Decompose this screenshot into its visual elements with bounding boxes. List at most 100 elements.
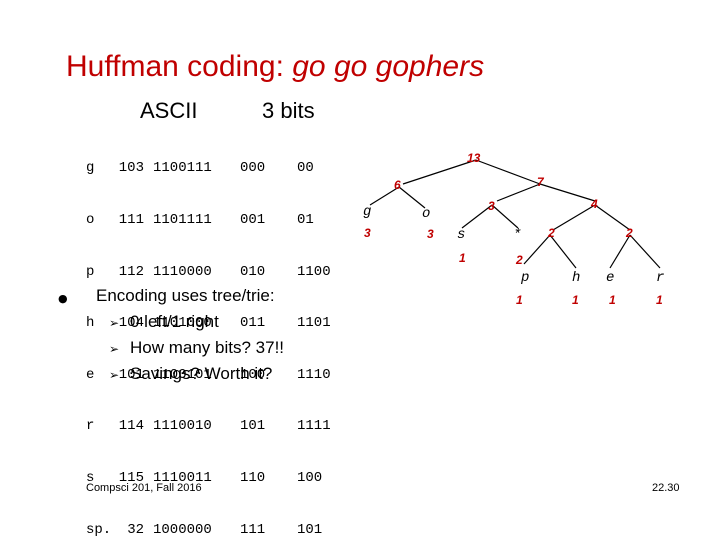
table-cell: 101 bbox=[118, 366, 144, 383]
tree-edge bbox=[594, 204, 631, 231]
tree-leaf: o bbox=[422, 206, 430, 222]
sub-bullet: Savings? Worth it? bbox=[130, 364, 273, 383]
table-cell: 110 bbox=[240, 469, 266, 486]
title-main: Huffman coding: bbox=[66, 50, 293, 83]
arrow-bullet-icon: ➢ bbox=[109, 368, 120, 382]
tree-weight: 2 bbox=[547, 226, 555, 240]
table-cell: p bbox=[86, 263, 95, 280]
table-cell: 000 bbox=[240, 160, 266, 177]
column-binary: 1100111 1101111 1110000 1101000 1100101 … bbox=[153, 126, 212, 556]
title-italic: go go gophers bbox=[292, 50, 485, 83]
table-cell: 101 bbox=[297, 521, 323, 538]
table-cell: r bbox=[86, 418, 95, 435]
table-cell: 1111 bbox=[297, 418, 331, 435]
table-cell: 101 bbox=[240, 418, 266, 435]
tree-weight: 3 bbox=[427, 227, 434, 241]
tree-leaf: s bbox=[457, 227, 465, 243]
table-cell: sp. bbox=[86, 521, 112, 538]
tree-weight: 6 bbox=[394, 178, 401, 192]
table-cell: 1101111 bbox=[153, 212, 212, 228]
tree-weight: 1 bbox=[459, 251, 466, 265]
sub-bullet: 0 left/1 right bbox=[130, 312, 219, 331]
tree-weights: 13 6 7 3 4 2 2 3 3 1 1 1 1 1 2 bbox=[364, 151, 663, 307]
table-cell: 1101000 bbox=[153, 315, 212, 332]
table-cell: 1000000 bbox=[153, 521, 212, 538]
tree-edge bbox=[609, 234, 631, 269]
table-cell: e bbox=[86, 366, 95, 383]
table-cell: 112 bbox=[118, 263, 144, 280]
table-cell: 111 bbox=[118, 212, 144, 228]
tree-weight: 7 bbox=[537, 175, 545, 189]
sub-bullet: How many bits? 37!! bbox=[130, 338, 285, 357]
huffman-tree: 13 6 7 3 4 2 2 3 3 1 1 1 1 1 2 g o s * p… bbox=[363, 151, 664, 307]
slide-number: 22.30 bbox=[652, 482, 680, 494]
tree-edge bbox=[539, 183, 596, 202]
tree-leaf: p bbox=[520, 270, 529, 286]
arrow-bullet-icon: ➢ bbox=[109, 316, 120, 330]
table-cell: 1110 bbox=[297, 366, 331, 383]
tree-edges bbox=[369, 159, 661, 269]
tree-edge bbox=[629, 234, 661, 269]
slide-title: Huffman coding: go go gophers bbox=[66, 50, 484, 84]
table-cell: 100 bbox=[240, 366, 266, 383]
tree-leaves: g o s * p h e r bbox=[363, 204, 664, 286]
table-cell: 115 bbox=[118, 469, 144, 486]
table-cell: 1100 bbox=[297, 263, 331, 280]
table-cell: 010 bbox=[240, 263, 266, 280]
table-cell: 1110011 bbox=[153, 469, 212, 486]
tree-edge bbox=[461, 204, 493, 229]
tree-weight: 2 bbox=[515, 253, 523, 267]
table-cell: 103 bbox=[118, 160, 144, 177]
table-cell: 01 bbox=[297, 212, 314, 228]
tree-weight: 1 bbox=[609, 293, 616, 307]
table-cell: 100 bbox=[297, 469, 323, 486]
table-cell: 1101 bbox=[297, 315, 331, 332]
tree-leaf: r bbox=[656, 270, 664, 286]
table-cell: 1110010 bbox=[153, 418, 212, 435]
table-cell: 104 bbox=[118, 315, 144, 332]
table-cell: g bbox=[86, 160, 95, 177]
table-cell: o bbox=[86, 212, 95, 228]
tree-weight: 3 bbox=[364, 226, 371, 240]
arrow-bullet-icon: ➢ bbox=[109, 342, 120, 356]
table-cell: 114 bbox=[118, 418, 144, 435]
tree-weight: 13 bbox=[467, 151, 481, 165]
header-ascii: ASCII bbox=[140, 98, 198, 123]
bullet-icon: ● bbox=[58, 292, 68, 305]
column-huffman: 00 01 1100 1101 1110 1111 100 101 bbox=[297, 126, 331, 556]
tree-leaf: e bbox=[606, 270, 614, 286]
column-chars: g o p h e r s sp. bbox=[86, 126, 111, 556]
bullet-text: Encoding uses tree/trie: bbox=[96, 286, 275, 305]
column-ascii: 103 111 112 104 101 114 115 32 bbox=[112, 126, 144, 556]
tree-edge bbox=[402, 159, 477, 185]
tree-weight: 1 bbox=[656, 293, 663, 307]
tree-edge bbox=[491, 204, 519, 229]
tree-edge bbox=[552, 204, 596, 231]
tree-edge bbox=[369, 186, 400, 206]
table-cell: 011 bbox=[240, 315, 266, 332]
tree-leaf: * bbox=[513, 227, 521, 243]
table-cell: 1100111 bbox=[153, 160, 212, 177]
tree-weight: 2 bbox=[625, 226, 633, 240]
table-cell: 32 bbox=[127, 521, 144, 538]
tree-edge bbox=[523, 234, 551, 265]
footer-course: Compsci 201, Fall 2016 bbox=[86, 482, 202, 494]
table-cell: s bbox=[86, 469, 95, 486]
tree-weight: 3 bbox=[488, 199, 495, 213]
tree-edge bbox=[475, 159, 541, 185]
tree-weight: 1 bbox=[516, 293, 523, 307]
tree-edge bbox=[549, 234, 577, 269]
tree-weight: 1 bbox=[572, 293, 579, 307]
tree-leaf: g bbox=[363, 204, 371, 220]
table-cell: h bbox=[86, 315, 95, 332]
table-cell: 001 bbox=[240, 212, 266, 228]
table-cell: 00 bbox=[297, 160, 314, 177]
tree-edge bbox=[398, 186, 426, 209]
column-three-bits: 000 001 010 011 100 101 110 111 bbox=[240, 126, 265, 556]
tree-edge bbox=[496, 183, 541, 202]
tree-weight: 4 bbox=[590, 197, 598, 211]
table-cell: 1100101 bbox=[153, 366, 212, 383]
table-cell: 1110000 bbox=[153, 263, 212, 280]
header-3bits: 3 bits bbox=[262, 98, 315, 123]
tree-leaf: h bbox=[572, 270, 580, 286]
